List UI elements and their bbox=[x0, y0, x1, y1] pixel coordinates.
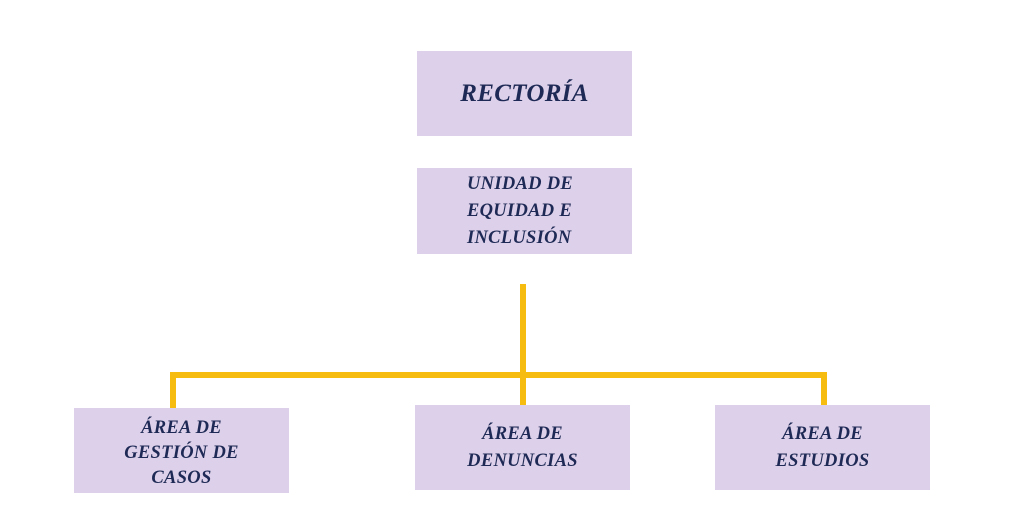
node-estudios-line-1: ÁREA DE bbox=[782, 423, 863, 444]
node-gestion-line-2: GESTIÓN DE bbox=[124, 443, 239, 463]
node-rectoria-label: RECTORÍA bbox=[460, 79, 589, 107]
node-denuncias-label: ÁREA DE DENUNCIAS bbox=[467, 421, 578, 475]
node-denuncias-line-1: ÁREA DE bbox=[482, 423, 563, 444]
node-unidad-equidad-inclusion: UNIDAD DE EQUIDAD E INCLUSIÓN bbox=[417, 168, 632, 254]
node-area-estudios: ÁREA DE ESTUDIOS bbox=[715, 405, 930, 490]
node-gestion-line-3: CASOS bbox=[151, 468, 212, 488]
node-gestion-label: ÁREA DE GESTIÓN DE CASOS bbox=[124, 416, 239, 491]
node-unidad-line-2: EQUIDAD E bbox=[467, 200, 572, 221]
node-area-gestion-casos: ÁREA DE GESTIÓN DE CASOS bbox=[74, 408, 289, 493]
node-area-denuncias: ÁREA DE DENUNCIAS bbox=[415, 405, 630, 490]
node-estudios-line-2: ESTUDIOS bbox=[775, 450, 870, 471]
node-unidad-line-1: UNIDAD DE bbox=[467, 173, 574, 194]
node-estudios-label: ÁREA DE ESTUDIOS bbox=[776, 421, 870, 475]
node-gestion-line-1: ÁREA DE bbox=[141, 418, 222, 438]
node-unidad-line-3: INCLUSIÓN bbox=[467, 227, 572, 248]
node-rectoria: RECTORÍA bbox=[417, 51, 632, 136]
node-denuncias-line-2: DENUNCIAS bbox=[467, 450, 578, 471]
node-unidad-label: UNIDAD DE EQUIDAD E INCLUSIÓN bbox=[467, 171, 573, 252]
